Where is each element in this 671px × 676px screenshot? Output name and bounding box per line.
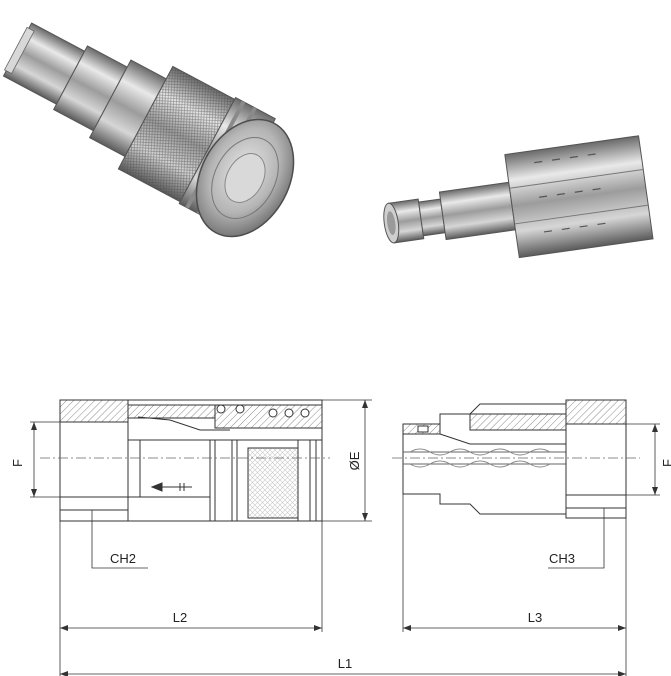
male-nipple-photo [383, 135, 654, 259]
dim-label-l1: L1 [338, 656, 352, 671]
dimension-arrowheads [31, 400, 658, 676]
dim-label-f-left: F [10, 459, 25, 467]
dim-label-l2: L2 [173, 610, 187, 625]
dim-label-f-right: F [660, 459, 671, 467]
male-nipple-drawing [392, 399, 640, 519]
dim-label-ch3: CH3 [549, 551, 575, 566]
dim-label-ch2: CH2 [110, 551, 136, 566]
female-coupler-drawing [40, 399, 330, 522]
female-coupler-photo [2, 22, 295, 238]
dimension-lines [30, 399, 660, 676]
flow-arrow-icon [150, 482, 192, 492]
dim-label-l3: L3 [528, 610, 542, 625]
dim-label-oe: ØE [347, 451, 362, 470]
